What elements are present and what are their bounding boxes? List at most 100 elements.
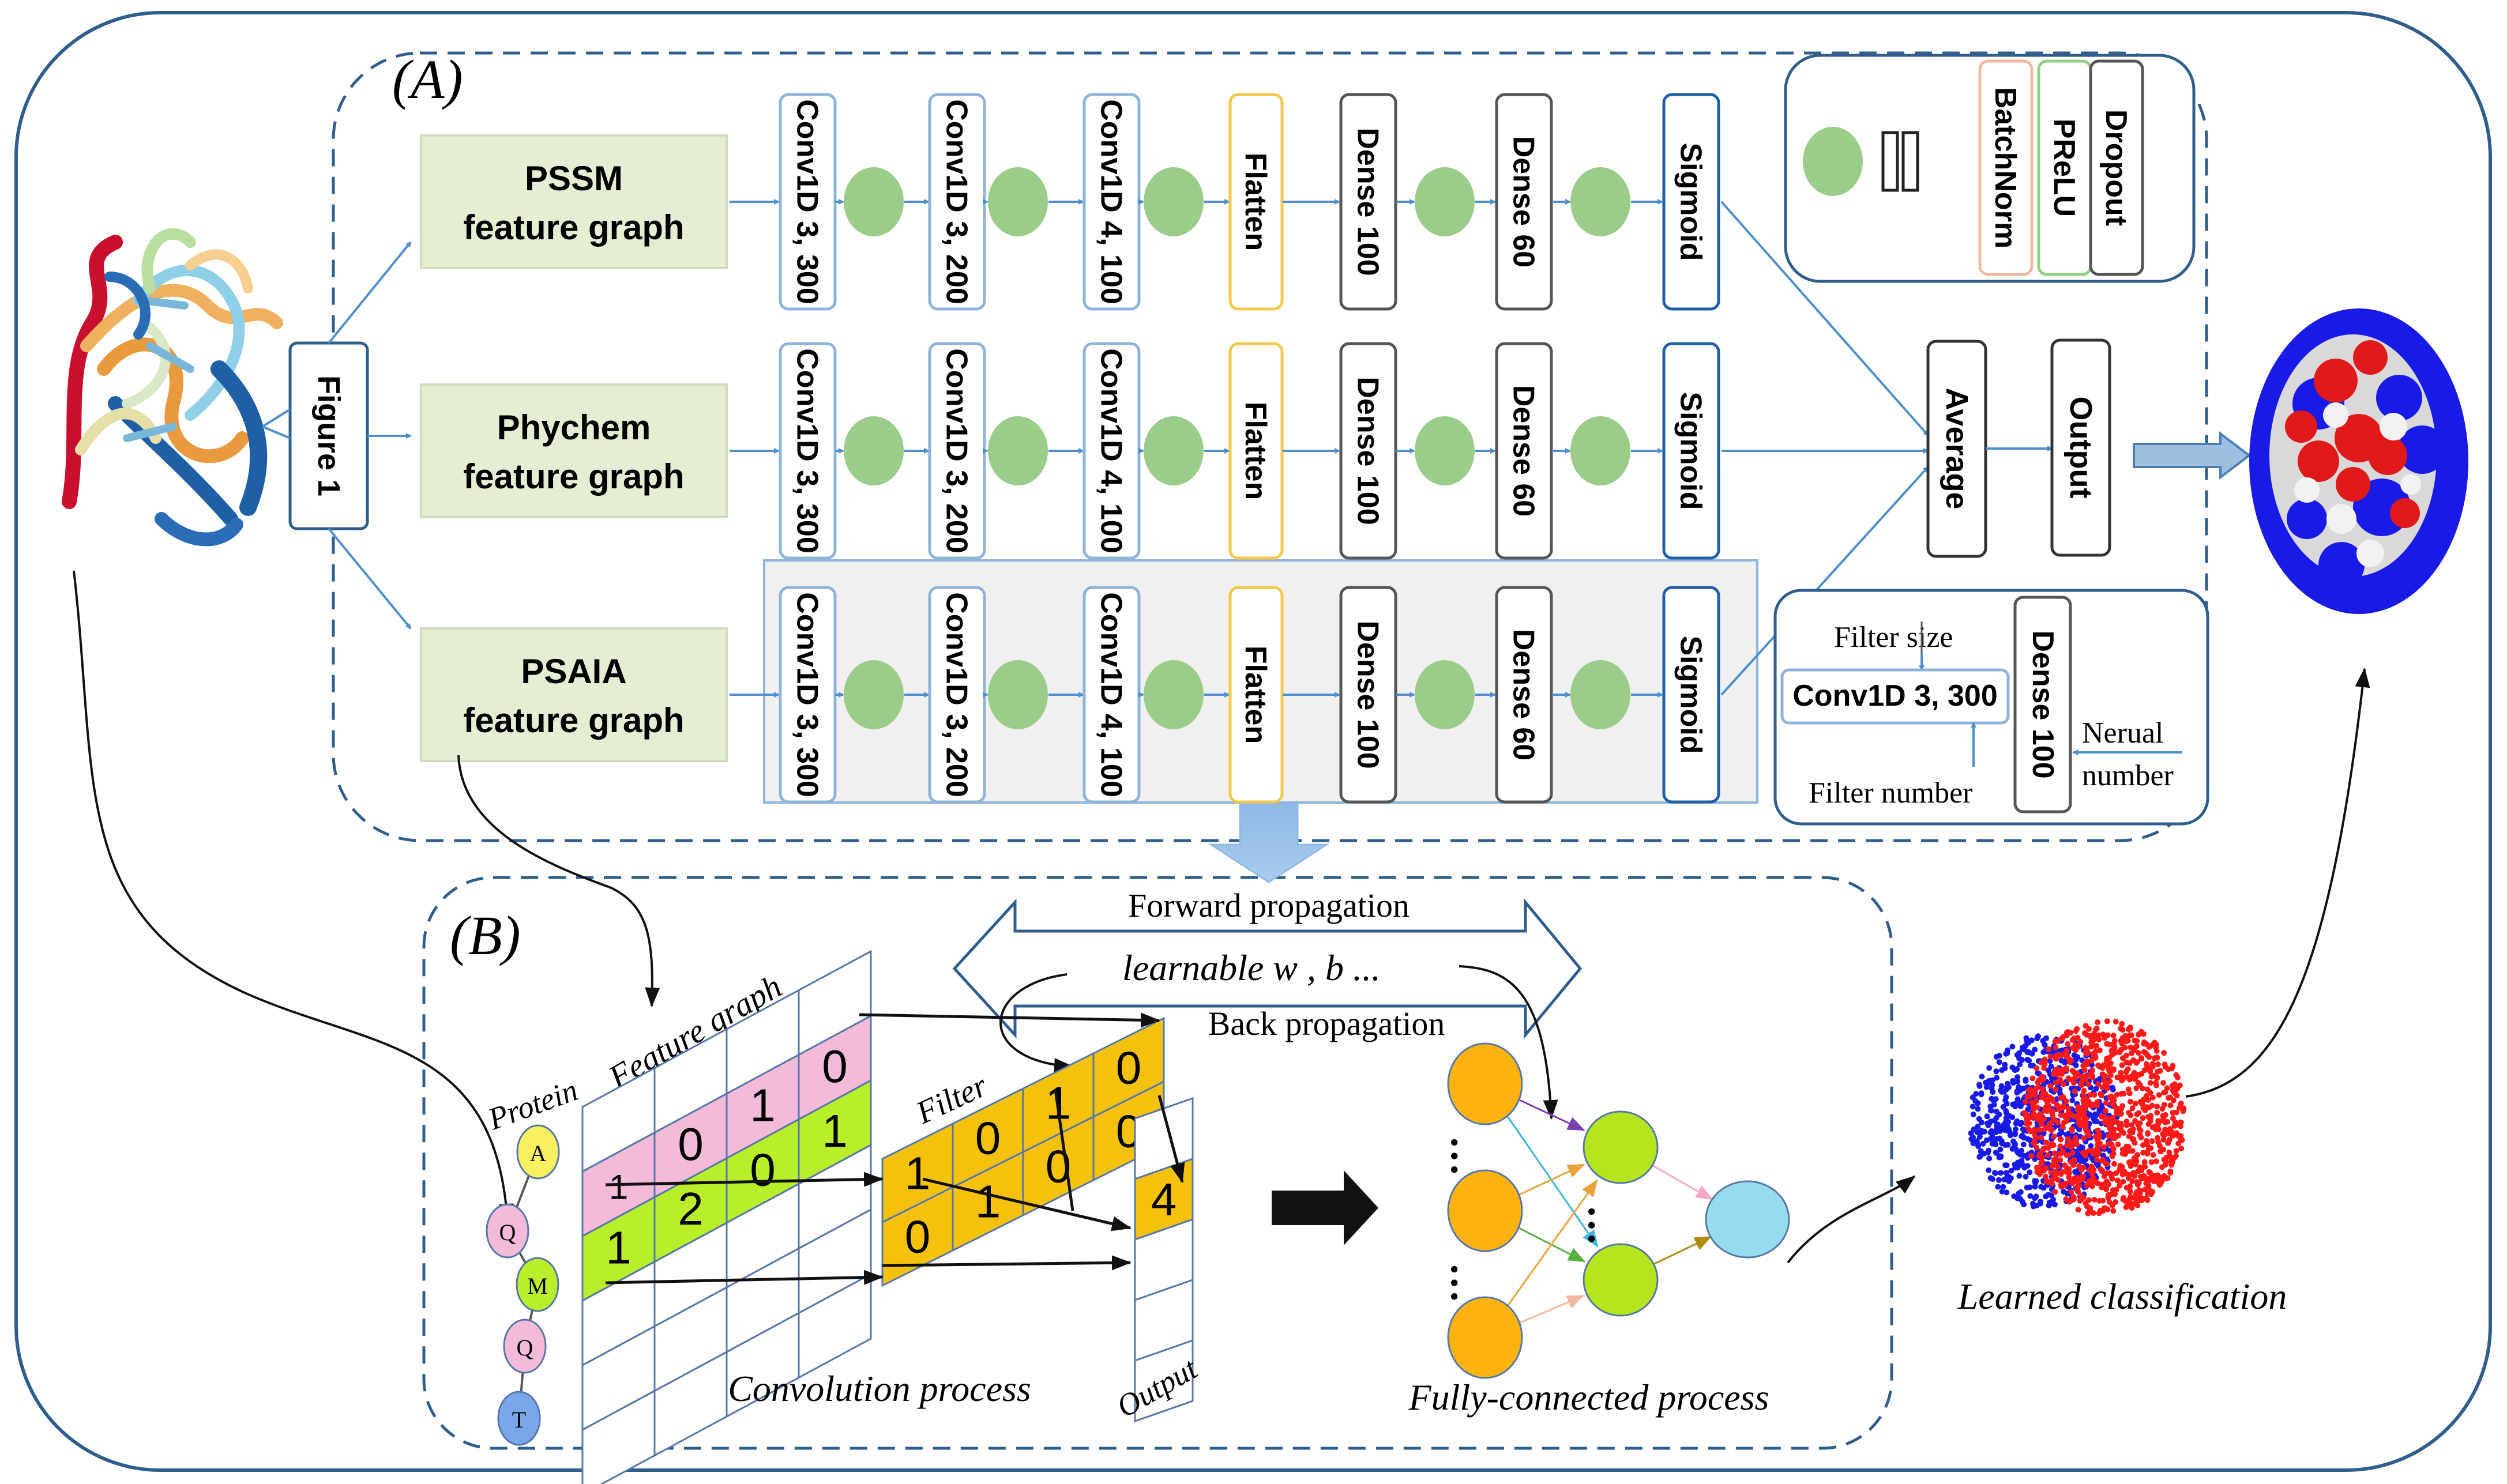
fc-edge xyxy=(1505,1114,1599,1248)
scatter-point-blue xyxy=(2002,1162,2008,1168)
scatter-point-red xyxy=(2096,1134,2103,1140)
scatter-point-red xyxy=(2126,1090,2133,1097)
scatter-point-red xyxy=(2085,1210,2091,1216)
feature-value: 0 xyxy=(822,1041,848,1092)
scatter-point-red xyxy=(2133,1157,2139,1163)
scatter-point-blue xyxy=(1993,1068,1999,1075)
output-block-arrow xyxy=(2133,431,2252,480)
scatter-point-red xyxy=(2114,1091,2120,1098)
scatter-point-red xyxy=(2111,1038,2118,1044)
scatter-point-blue xyxy=(2089,1062,2095,1068)
fc-output-node xyxy=(1705,1180,1790,1259)
scatter-point-red xyxy=(2107,1094,2113,1101)
scatter-point-red xyxy=(2090,1175,2096,1181)
scatter-point-red xyxy=(2160,1080,2167,1086)
activation-node xyxy=(1415,660,1475,729)
scatter-point-red xyxy=(2108,1171,2114,1177)
scatter-point-blue xyxy=(1979,1074,1985,1080)
conv-layer-1-label: Conv1D 3, 300 xyxy=(791,99,824,304)
scatter-point-blue xyxy=(1980,1140,1986,1147)
activation-node xyxy=(1415,167,1475,236)
scatter-point-red xyxy=(2102,1160,2108,1166)
sigmoid-layer xyxy=(1662,93,1720,311)
scatter-point-blue xyxy=(2048,1200,2054,1207)
scatter-point-blue xyxy=(2002,1097,2009,1103)
fc-ellipsis: … xyxy=(1442,1263,1487,1303)
output-label: Output xyxy=(2064,397,2098,499)
scatter-point-blue xyxy=(1995,1184,2001,1190)
scatter-point-red xyxy=(2099,1167,2106,1174)
scatter-point-red xyxy=(2100,1197,2106,1204)
filter-value: 0 xyxy=(905,1211,931,1263)
scatter-point-blue xyxy=(2002,1127,2008,1133)
scatter-point-blue xyxy=(2038,1184,2044,1190)
convolution-process-label: Convolution process xyxy=(728,1368,1031,1409)
scatter-point-red xyxy=(2136,1050,2141,1056)
scatter-point-red xyxy=(2072,1135,2078,1141)
scatter-point-red xyxy=(2136,1031,2142,1038)
feature-graph-subtitle: feature graph xyxy=(463,208,684,247)
scatter-point-blue xyxy=(1976,1082,1982,1088)
scatter-point-blue xyxy=(2032,1046,2038,1053)
scatter-point-red xyxy=(2133,1085,2140,1091)
scatter-point-red xyxy=(2123,1059,2130,1065)
scatter-point-blue xyxy=(2078,1157,2085,1163)
scatter-point-blue xyxy=(1978,1128,1984,1133)
scatter-point-blue xyxy=(2019,1133,2025,1140)
feature-graph-box xyxy=(420,383,728,518)
scatter-point-red xyxy=(2149,1189,2156,1195)
scatter-point-red xyxy=(2097,1140,2103,1146)
scatter-point-red xyxy=(2058,1052,2065,1059)
scatter-point-red xyxy=(2103,1108,2108,1114)
scatter-point-red xyxy=(2070,1196,2077,1203)
down-block-arrow xyxy=(1208,803,1330,883)
scatter-point-red xyxy=(2149,1094,2156,1101)
dense-legend-example-label: Dense 100 xyxy=(2026,630,2059,778)
scatter-point-red xyxy=(2126,1133,2132,1140)
scatter-point-red xyxy=(2129,1129,2136,1136)
scatter-point-red xyxy=(2148,1113,2154,1119)
scatter-point-red xyxy=(2087,1167,2093,1173)
scatter-point-red xyxy=(2141,1159,2148,1165)
scatter-point-red xyxy=(2138,1197,2145,1203)
scatter-point-red xyxy=(2066,1112,2072,1118)
output-cell xyxy=(1134,1339,1194,1423)
scatter-point-red xyxy=(2140,1142,2146,1148)
scatter-point-red xyxy=(2103,1082,2110,1088)
learnable-label: learnable w , b ... xyxy=(1122,947,1381,988)
residue-node xyxy=(516,1124,560,1180)
scatter-point-red xyxy=(2042,1108,2048,1114)
scatter-point-blue xyxy=(1984,1137,1990,1143)
scatter-point-red xyxy=(2093,1102,2100,1109)
scatter-point-red xyxy=(2134,1152,2141,1158)
scatter-point-red xyxy=(2178,1119,2184,1125)
scatter-point-blue xyxy=(2043,1193,2049,1200)
fc-edge xyxy=(1519,1099,1585,1131)
scatter-point-red xyxy=(2114,1074,2121,1080)
scatter-point-blue xyxy=(1976,1154,1983,1160)
flatten-layer xyxy=(1228,586,1284,804)
filter-value: 0 xyxy=(975,1113,1001,1164)
scatter-point-red xyxy=(2118,1091,2125,1097)
dense-layer-2-label: Dense 60 xyxy=(1507,136,1540,268)
merge-arrows xyxy=(1720,201,1929,696)
scatter-point-blue xyxy=(2010,1078,2016,1084)
scatter-point-red xyxy=(2069,1127,2075,1133)
scatter-point-red xyxy=(2053,1054,2059,1061)
filter-value: 0 xyxy=(1116,1042,1142,1094)
scatter-point-red xyxy=(2128,1098,2133,1105)
scatter-point-red xyxy=(2129,1148,2136,1154)
scatter-point-blue xyxy=(2017,1103,2024,1109)
scatter-point-red xyxy=(2072,1042,2078,1048)
scatter-point-red xyxy=(2054,1119,2061,1125)
flatten-layer xyxy=(1228,93,1284,311)
scatter-point-red xyxy=(2091,1196,2098,1203)
scatter-point-red xyxy=(2083,1126,2089,1132)
scatter-point-red xyxy=(2147,1170,2153,1176)
scatter-point-red xyxy=(2174,1130,2179,1136)
scatter-point-red xyxy=(2156,1143,2163,1149)
scatter-point-blue xyxy=(1994,1150,2000,1157)
learned-classification-label: Learned classification xyxy=(1957,1276,2287,1317)
scatter-point-red xyxy=(2142,1163,2148,1170)
scatter-point-red xyxy=(2066,1174,2072,1180)
